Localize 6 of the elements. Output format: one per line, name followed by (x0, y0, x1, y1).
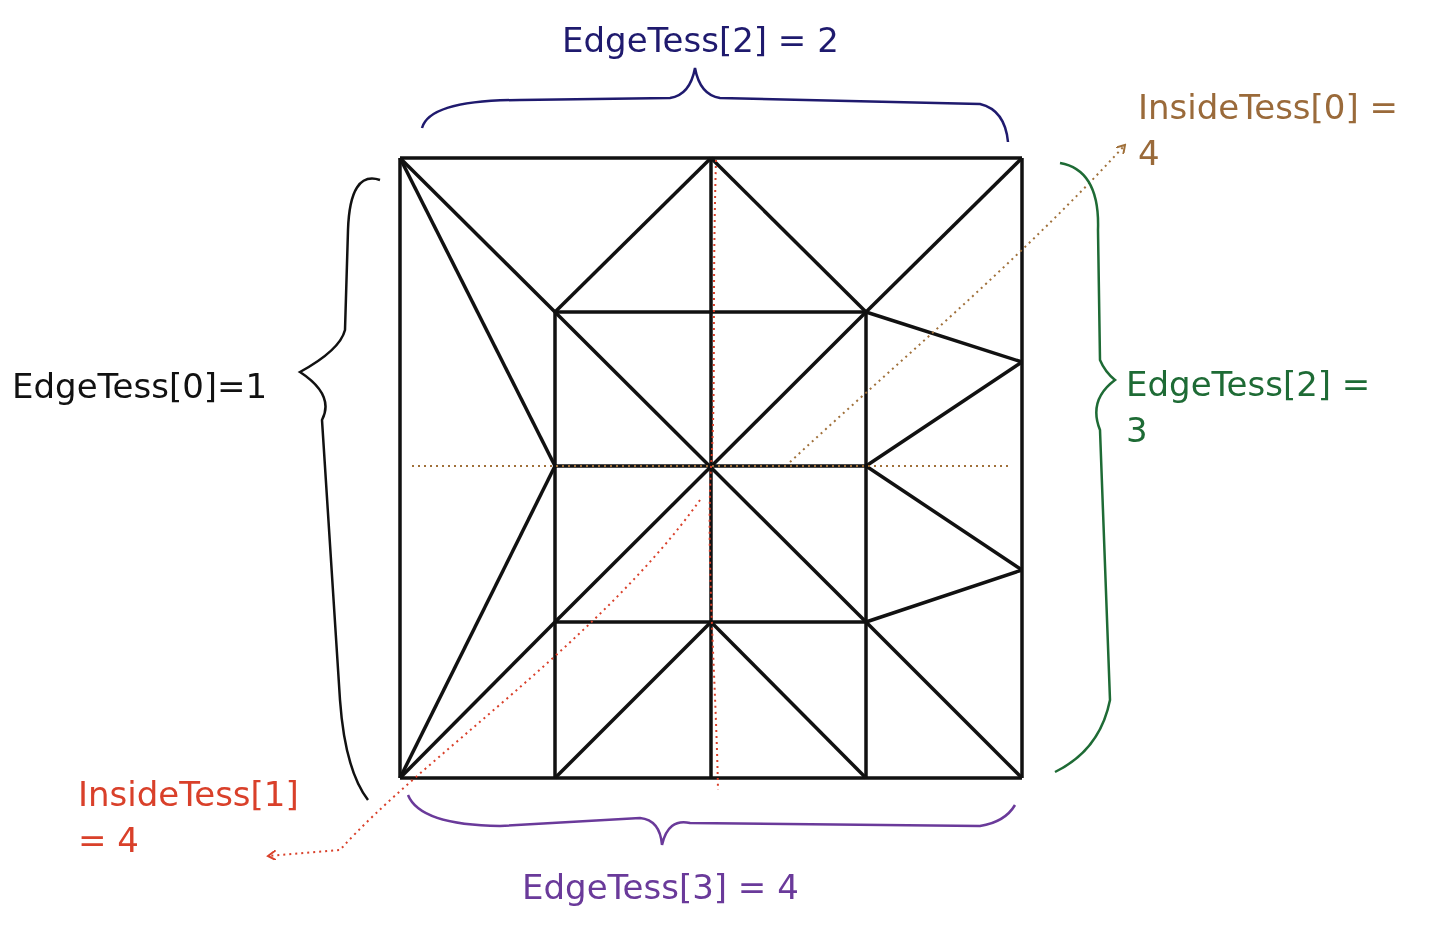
annotation-label: InsideTess[0] = 4 (1138, 86, 1400, 175)
annotation-label: EdgeTess[0]=1 (12, 365, 268, 408)
annotation-label: EdgeTess[2] = 2 (562, 19, 839, 62)
annotation-label: EdgeTess[3] = 4 (522, 866, 799, 909)
annotation-label: EdgeTess[2] = 3 (1126, 363, 1372, 452)
annotation-label: InsideTess[1] = 4 (78, 773, 300, 862)
